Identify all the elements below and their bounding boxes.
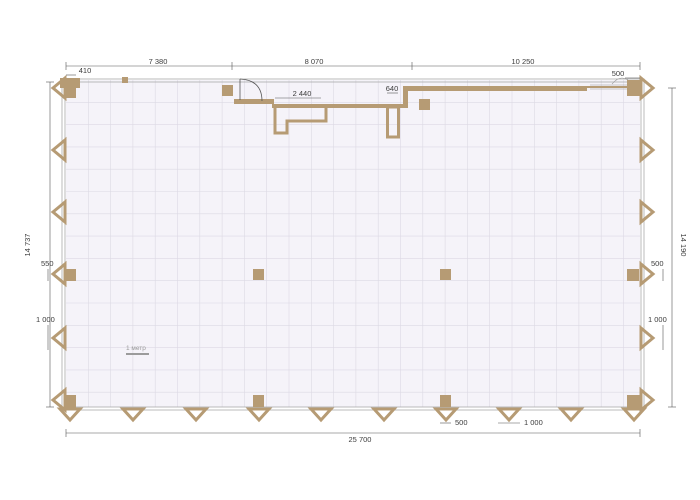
outer-wall (61, 78, 645, 411)
dimension-lines (46, 62, 676, 437)
dim-bottom-total: 25 700 (349, 435, 372, 444)
top-wall (234, 86, 636, 108)
buttress (50, 136, 67, 164)
buttress (557, 407, 585, 423)
dim-right-1000: 1 000 (648, 315, 667, 324)
top-wall-cutout (273, 105, 400, 139)
buttress (639, 136, 656, 164)
dim-door-width: 2 440 (293, 89, 312, 98)
dim-right-height: 14 190 (679, 234, 688, 257)
columns (64, 85, 641, 409)
dim-top-seg-3: 10 250 (512, 57, 535, 66)
buttress (639, 74, 656, 102)
dim-left-550: 550 (41, 259, 54, 268)
buttress (639, 324, 656, 352)
dim-bottom-500: 500 (455, 418, 468, 427)
grid-lines (66, 80, 640, 407)
buttress (245, 407, 273, 423)
buttress (639, 260, 656, 288)
scale-label: 1 метр (126, 345, 146, 352)
buttress (495, 407, 523, 423)
corner-top-right (627, 80, 642, 96)
dim-top-seg-1: 7 380 (149, 57, 168, 66)
buttress (307, 407, 335, 423)
dim-bottom-1000: 1 000 (524, 418, 543, 427)
buttress (56, 407, 84, 423)
buttress (50, 198, 67, 226)
buttress (50, 324, 67, 352)
buttress (50, 74, 67, 102)
buttress (370, 407, 398, 423)
dim-left-1000: 1 000 (36, 315, 55, 324)
buttress (620, 407, 648, 423)
buttress (432, 407, 460, 423)
floor-area (66, 80, 640, 407)
buttress (182, 407, 210, 423)
dim-top-seg-2: 8 070 (305, 57, 324, 66)
buttress (50, 260, 67, 288)
dim-right-500: 500 (651, 259, 664, 268)
dim-left-height: 14 737 (23, 234, 32, 257)
buttresses (50, 74, 656, 423)
dim-top-small-left: 410 (79, 66, 92, 75)
buttress (119, 407, 147, 423)
dim-top-small-right: 500 (612, 69, 625, 78)
corner-top-left (60, 77, 128, 98)
door (239, 78, 263, 102)
buttress (639, 198, 656, 226)
buttress (639, 386, 656, 414)
dim-pillar-width: 640 (386, 84, 399, 93)
buttress (50, 386, 67, 414)
